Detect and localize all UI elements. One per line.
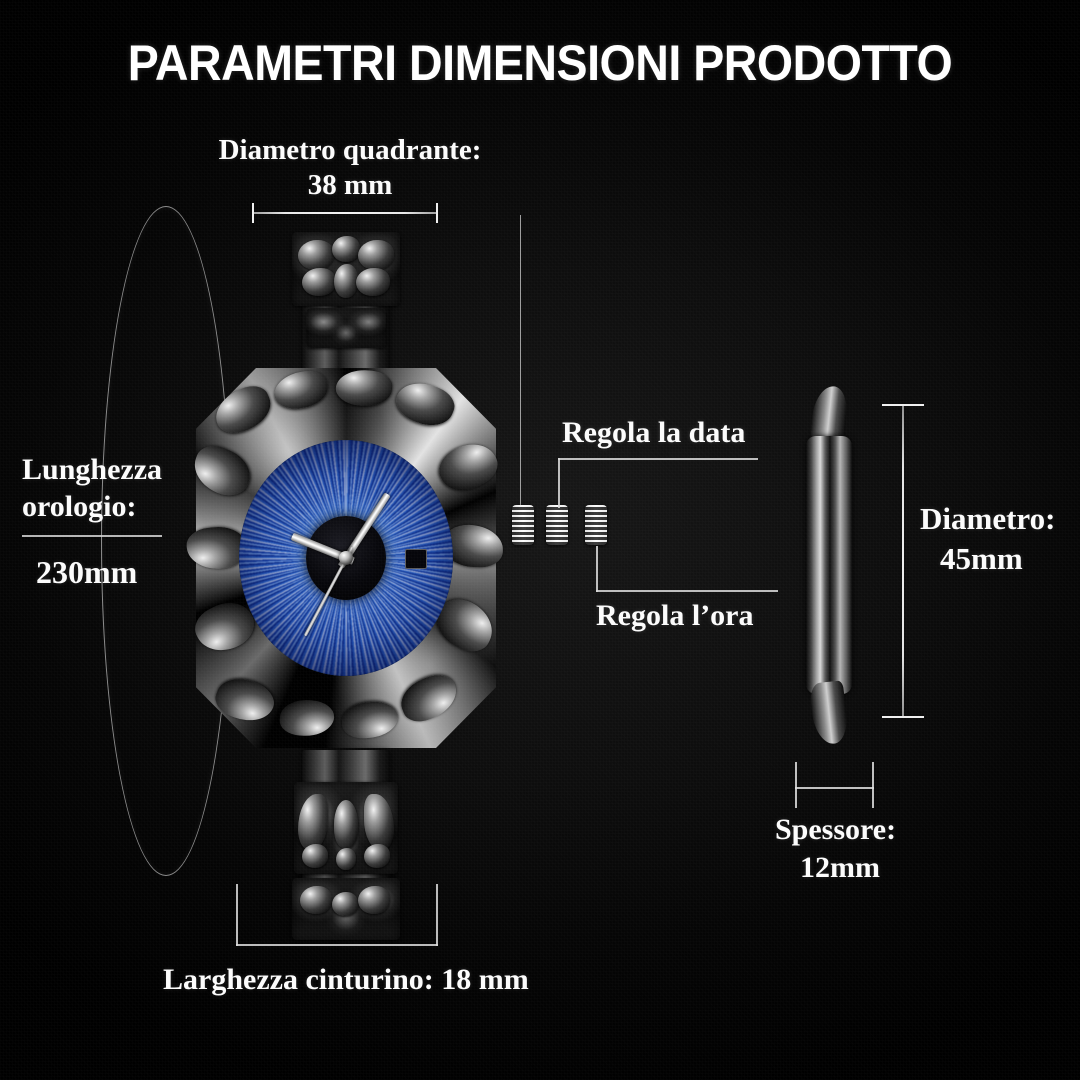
watch-case xyxy=(184,367,504,748)
set-date-label: Regola la data xyxy=(562,416,746,449)
strap-width-label: Larghezza cinturino: 18 mm xyxy=(163,963,529,996)
side-lug-bottom xyxy=(808,680,850,746)
dial-diameter-value: 38 mm xyxy=(307,169,393,201)
thickness-value: 12mm xyxy=(800,851,880,884)
watch-dial-eye xyxy=(239,440,453,676)
set-time-label: Regola l’ora xyxy=(596,599,754,632)
dial-diameter-label: Diametro quadrante: xyxy=(218,134,482,166)
bracelet-link-top-ornate xyxy=(292,232,400,306)
bracelet-link-bottom-lower xyxy=(292,878,400,940)
crown-time-adjust[interactable] xyxy=(585,505,607,545)
case-right-guide-line xyxy=(520,215,521,527)
bracelet-link-top-plain xyxy=(306,308,386,348)
watch-length-value: 230mm xyxy=(36,554,138,590)
watch-length-label-line2: orologio: xyxy=(22,490,137,523)
date-window xyxy=(405,549,427,569)
page-title: PARAMETRI DIMENSIONI PRODOTTO xyxy=(127,35,953,91)
crown-case-attached[interactable] xyxy=(512,505,534,545)
watch-front-view xyxy=(184,222,504,940)
thickness-label: Spessore: xyxy=(775,813,897,846)
watch-side-profile-view xyxy=(800,384,862,746)
watch-length-label-line1: Lunghezza xyxy=(22,453,163,486)
crown-date-adjust[interactable] xyxy=(546,505,568,545)
bracelet-link-bottom-ornate xyxy=(294,782,398,874)
case-diameter-value: 45mm xyxy=(940,541,1023,576)
watch-length-divider xyxy=(22,535,162,537)
side-case-body xyxy=(806,436,852,694)
case-diameter-label: Diametro: xyxy=(920,501,1056,536)
hands-center-pin xyxy=(339,551,353,565)
